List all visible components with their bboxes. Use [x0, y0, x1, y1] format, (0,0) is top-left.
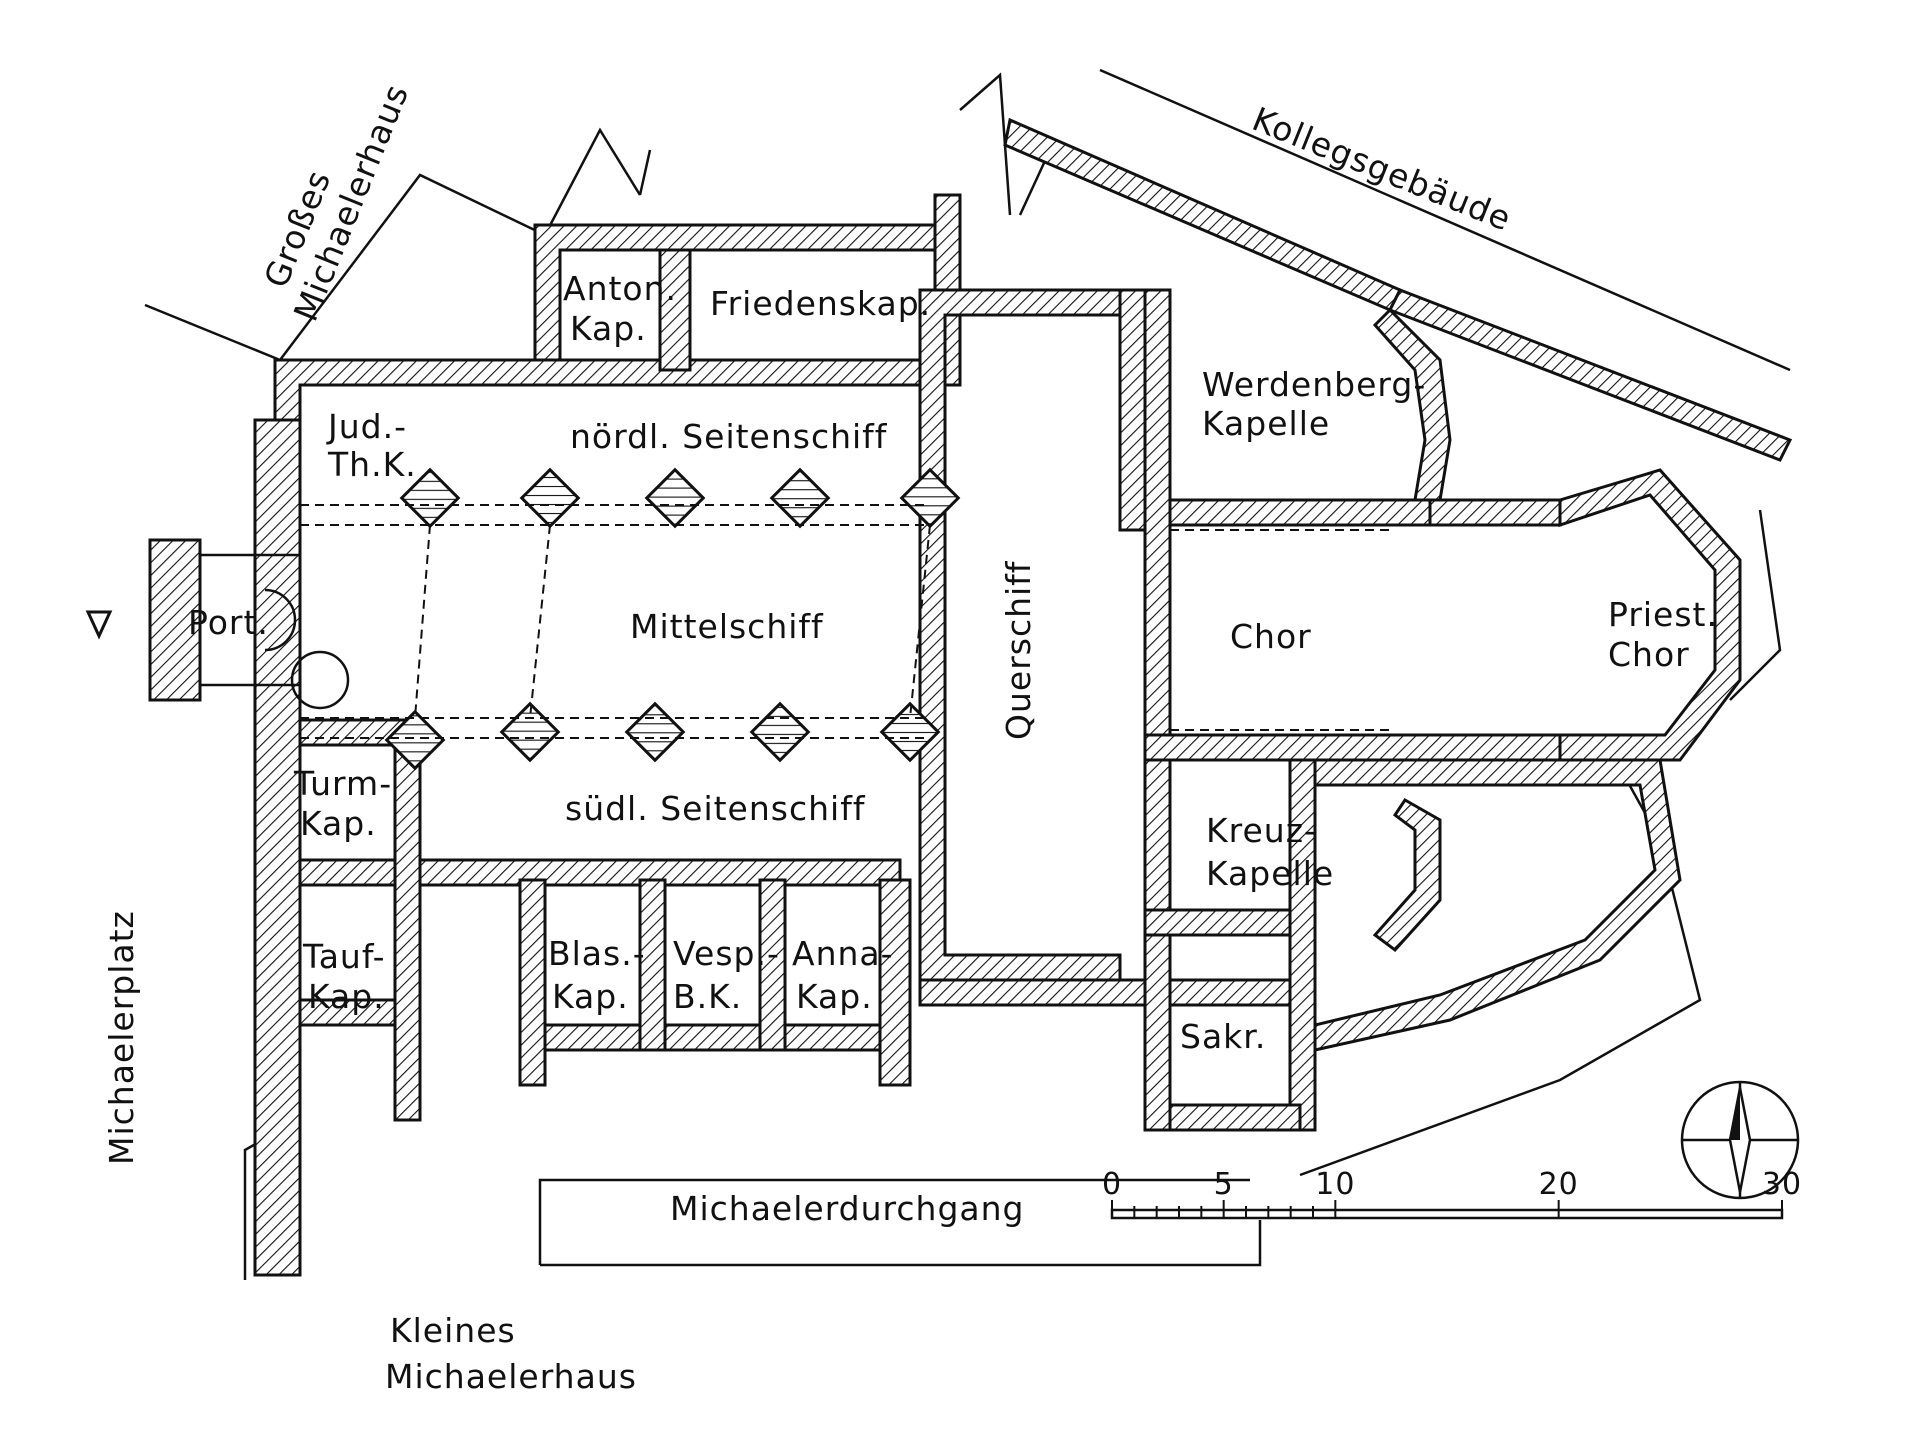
- label-noerdl-seitenschiff: nördl. Seitenschiff: [570, 417, 888, 456]
- label-port: Port.: [188, 603, 269, 642]
- compass-rose-icon: [1680, 1080, 1800, 1200]
- label-kleines-michaelerhaus: Kleines Michaelerhaus: [385, 1311, 637, 1396]
- label-michaelerplatz: Michaelerplatz: [102, 910, 141, 1165]
- outer-walls: [148, 117, 1793, 1277]
- surrounding-outlines: [144, 68, 1791, 1280]
- label-blas-kap: Blas.- Kap.: [548, 934, 657, 1016]
- vault-lines: [300, 504, 1390, 739]
- label-mittelschiff: Mittelschiff: [630, 607, 824, 646]
- label-michaelerdurchgang: Michaelerdurchgang: [670, 1189, 1024, 1228]
- label-suedl-seitenschiff: südl. Seitenschiff: [565, 789, 866, 828]
- label-friedenskap: Friedenskap.: [710, 284, 931, 323]
- label-werdenberg-kapelle: Werdenberg- Kapelle: [1202, 365, 1438, 443]
- label-chor: Chor: [1230, 617, 1312, 656]
- label-anna-kap: Anna- Kap.: [792, 934, 905, 1016]
- label-kollegsgebaeude: Kollegsgebäude: [1247, 99, 1517, 238]
- portal: [198, 553, 350, 710]
- label-tauf-kap: Tauf- Kap.: [302, 937, 397, 1016]
- label-querschiff: Querschiff: [999, 560, 1038, 740]
- scale-bar: 0 5 10 20 30: [1102, 1167, 1802, 1220]
- label-turm-kap: Turm- Kap.: [293, 764, 404, 843]
- scale-label: 20: [1539, 1167, 1579, 1202]
- label-grosses-michaelerhaus: Großes Michaelerhaus: [249, 63, 417, 326]
- entrance-arrow-icon: [85, 610, 113, 640]
- label-priest-chor: Priest. Chor: [1608, 595, 1729, 674]
- room-labels: Anton. Kap. Friedenskap. Jud.- Th.K. nör…: [188, 269, 1729, 1056]
- label-jud-th-k: Jud.- Th.K.: [326, 407, 419, 484]
- scale-label: 30: [1762, 1167, 1802, 1202]
- label-sakr: Sakr.: [1180, 1017, 1266, 1056]
- scale-label: 10: [1315, 1167, 1355, 1202]
- label-kreuz-kapelle: Kreuz- Kapelle: [1206, 811, 1334, 893]
- label-vesp-bk: Vesp.- B.K.: [673, 934, 791, 1016]
- scale-label: 0: [1102, 1167, 1122, 1202]
- label-anton-kap: Anton. Kap.: [563, 269, 689, 348]
- scale-label: 5: [1214, 1167, 1234, 1202]
